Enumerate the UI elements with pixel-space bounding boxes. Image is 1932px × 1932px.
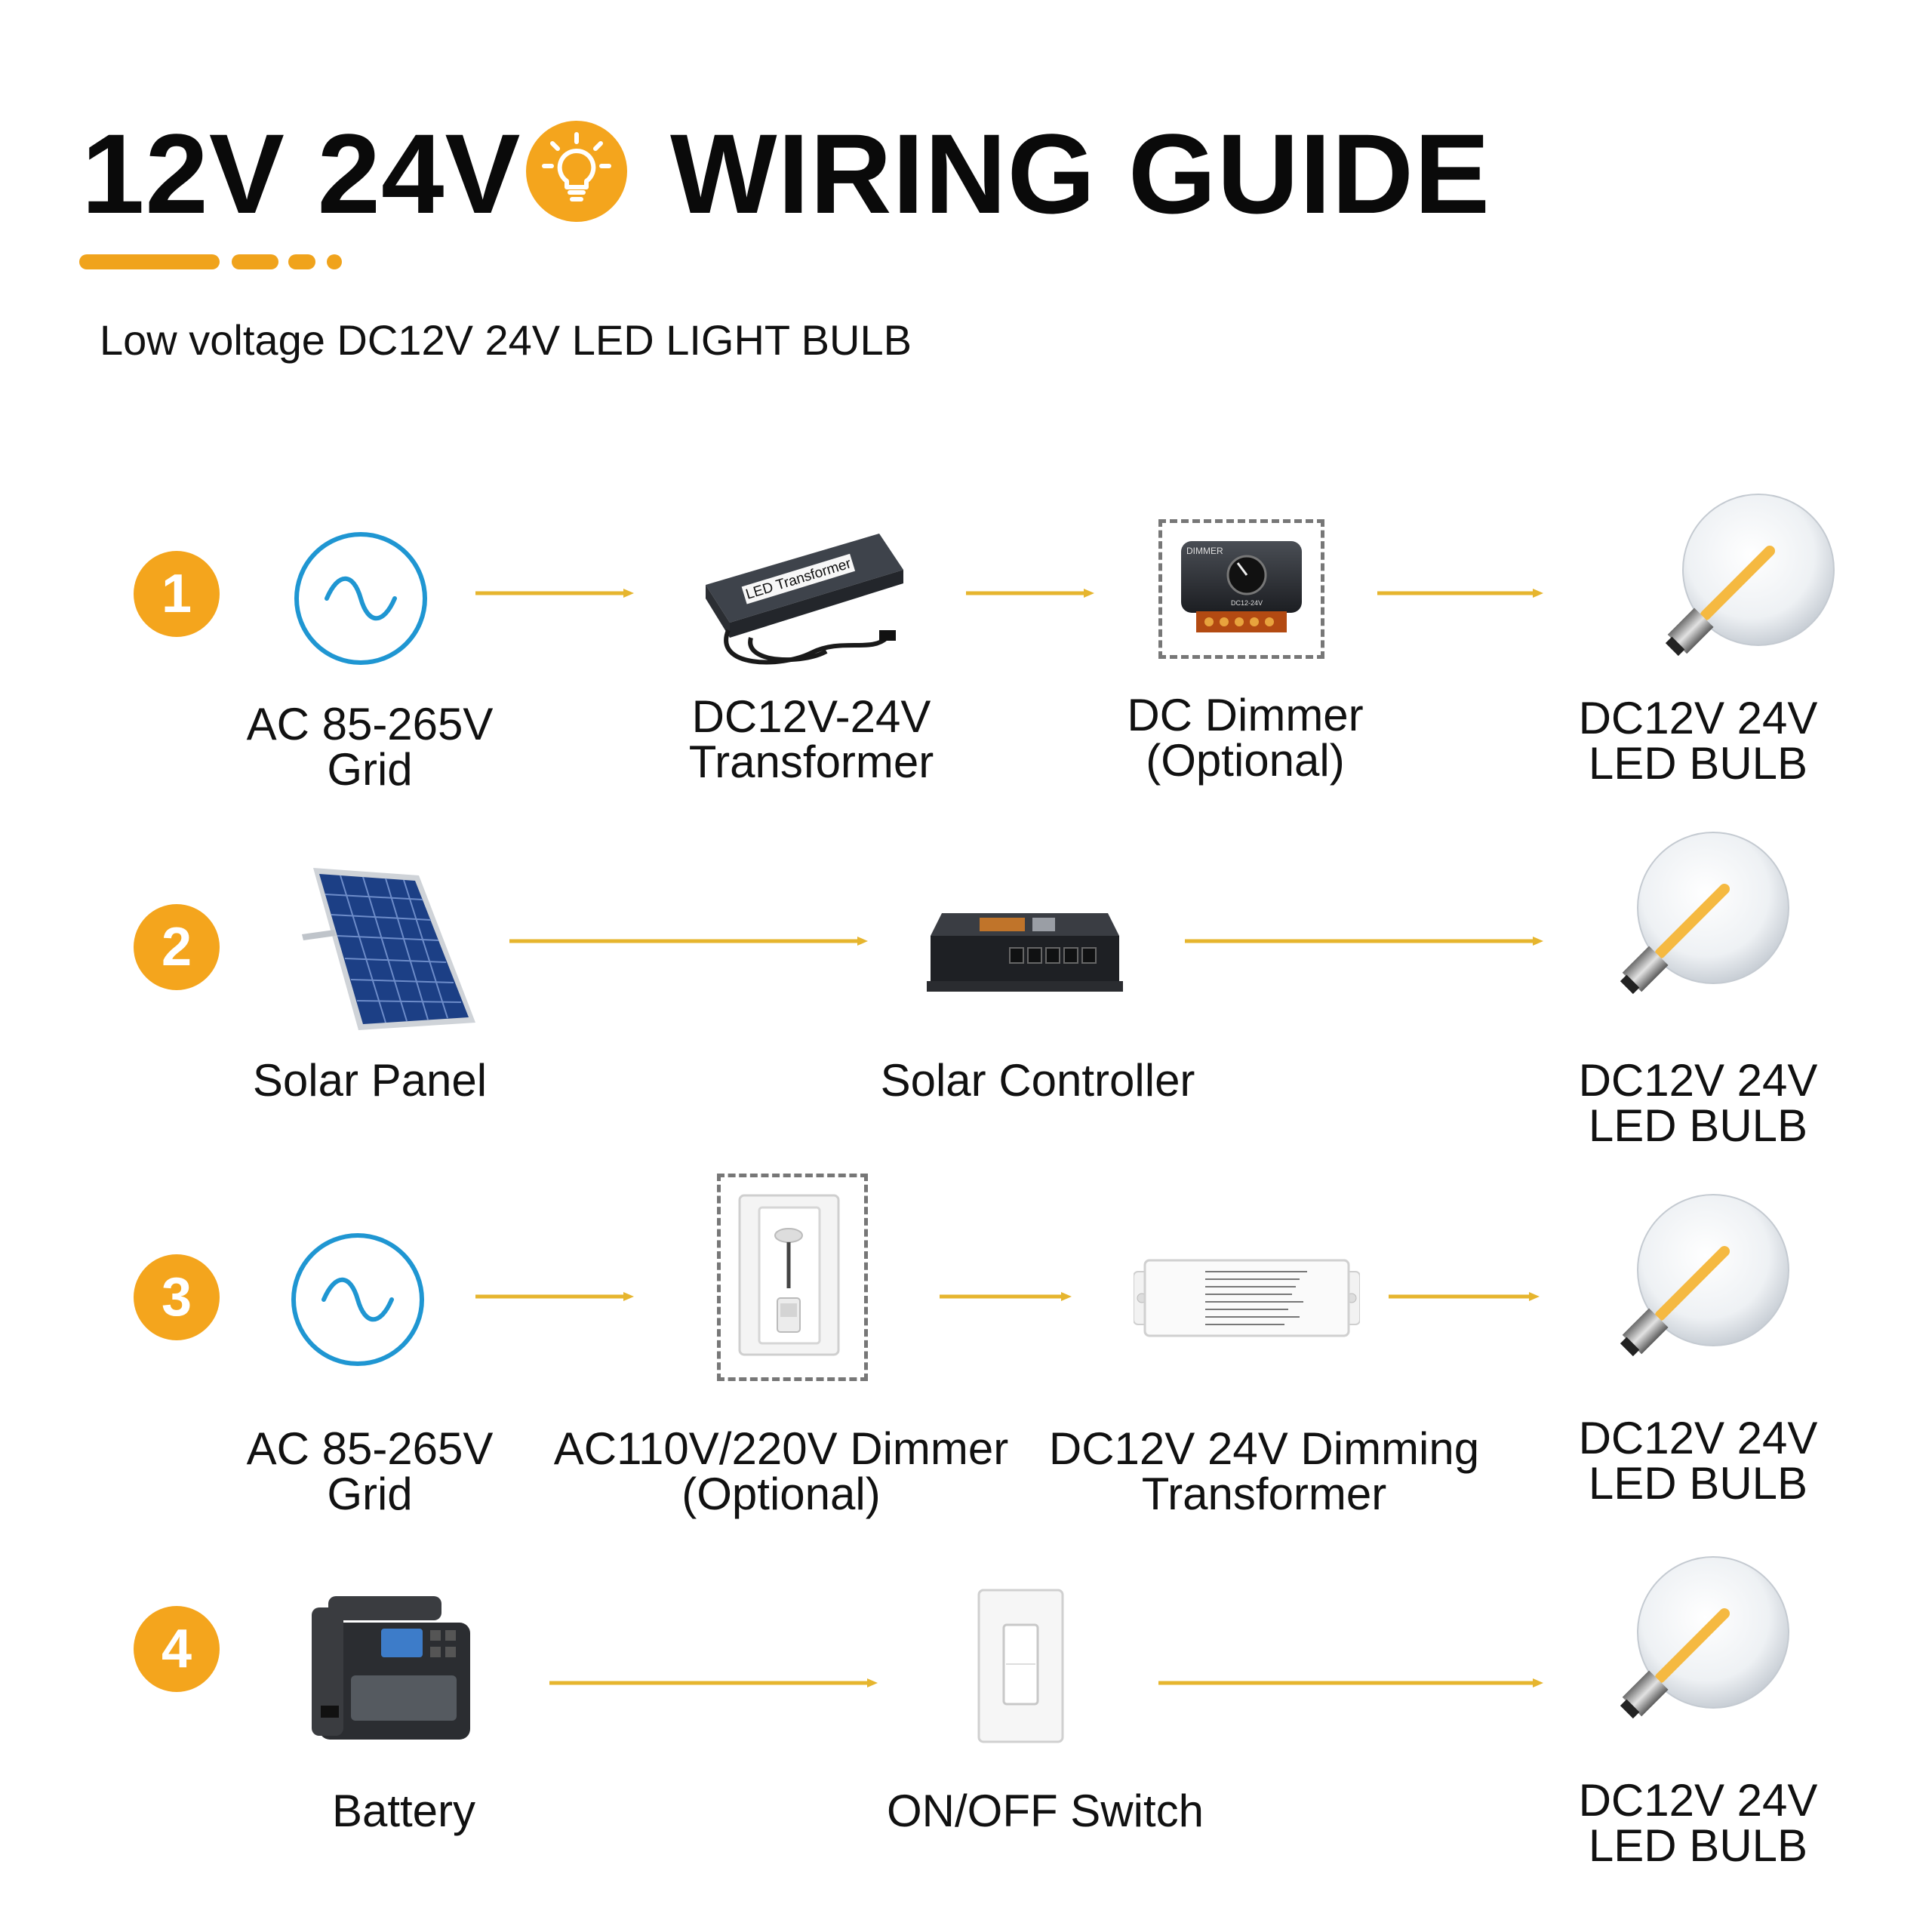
label-led-bulb: DC12V 24V LED BULB [1578,1055,1818,1151]
led-bulb-icon [1577,829,1804,1010]
battery-station-icon [306,1592,479,1743]
optional-frame [717,1174,868,1381]
transformer-icon: LED Transformer [698,525,909,675]
led-bulb-icon [1577,1191,1804,1372]
ac-wave-icon [293,531,429,666]
title-voltage: 12V 24V [82,110,521,237]
label-solar-controller: Solar Controller [880,1055,1195,1106]
label-led-bulb: DC12V 24V LED BULB [1578,693,1818,789]
solar-panel-icon [298,860,479,1034]
label-led-bulb: DC12V 24V LED BULB [1578,1413,1818,1509]
title-wiring-guide: WIRING GUIDE [670,110,1491,237]
arrow [475,1291,634,1303]
arrow [1389,1291,1540,1303]
label-battery: Battery [331,1786,476,1836]
lightbulb-icon [526,121,627,222]
ac-wave-icon [290,1232,426,1367]
optional-frame [1158,519,1324,659]
wall-switch-icon [977,1589,1064,1743]
arrow [966,587,1094,599]
dimming-driver-icon [1134,1257,1360,1343]
step-number-4: 4 [134,1606,220,1692]
label-transformer: DC12V-24V Transformer [688,691,934,787]
led-bulb-icon [1577,1553,1804,1734]
dimmer-text: DIMMER [1186,546,1223,556]
label-solar-panel: Solar Panel [252,1055,488,1106]
arrow [1377,587,1543,599]
label-ac-dimmer: AC110V/220V Dimmer (Optional) [553,1423,1009,1519]
arrow [549,1677,878,1689]
label-dc-dimmer: DC Dimmer (Optional) [1127,690,1364,786]
led-bulb-icon [1623,491,1849,672]
step-number-3: 3 [134,1254,220,1340]
arrow [1185,935,1543,947]
step-number-1: 1 [134,551,220,637]
title-underline [79,254,220,269]
arrow [940,1291,1072,1303]
arrow [475,587,634,599]
wall-dimmer-icon [738,1194,840,1356]
subtitle: Low voltage DC12V 24V LED LIGHT BULB [100,316,912,364]
title-underline [327,254,342,269]
dimmer-voltage-text: DC12-24V [1231,599,1263,607]
label-dimming-transformer: DC12V 24V Dimming Transformer [1048,1423,1480,1519]
label-ac-grid: AC 85-265V Grid [246,1423,494,1519]
label-led-bulb: DC12V 24V LED BULB [1578,1775,1818,1871]
title-underline [232,254,278,269]
dc-dimmer-icon: DIMMER DC12-24V [1177,537,1306,635]
label-onoff-switch: ON/OFF Switch [886,1786,1204,1836]
title-underline [288,254,315,269]
arrow [1158,1677,1543,1689]
arrow [509,935,868,947]
step-number-2: 2 [134,904,220,990]
solar-controller-icon [927,906,1123,1000]
label-ac-grid: AC 85-265V Grid [246,699,494,795]
